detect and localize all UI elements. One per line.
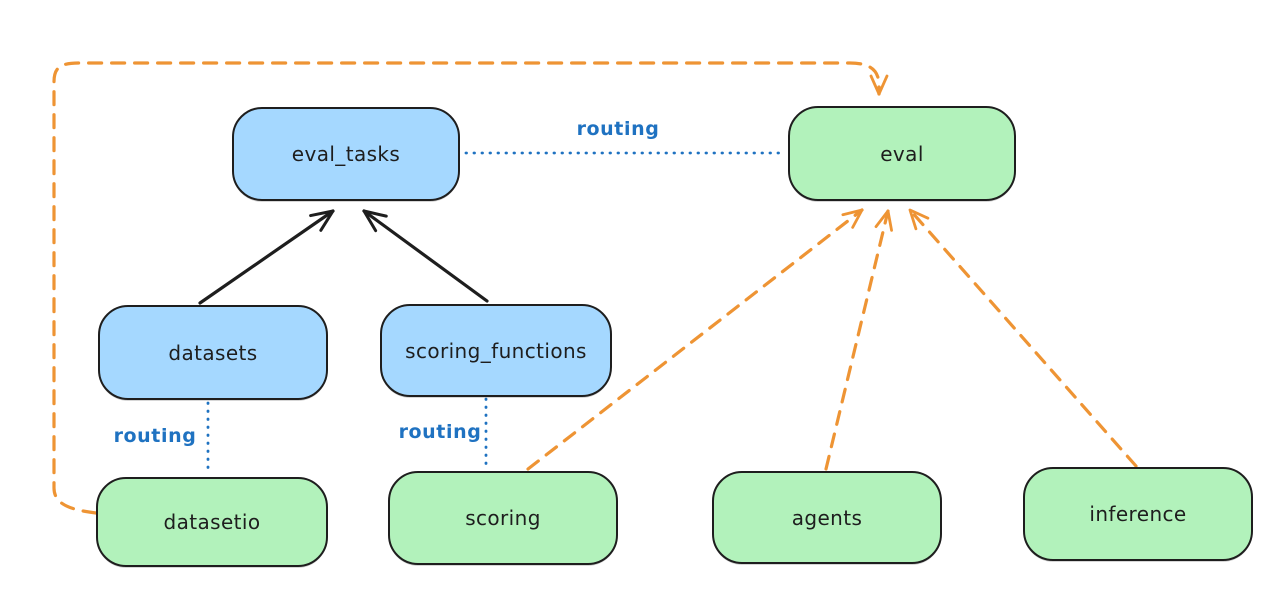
node-agents-label: agents: [791, 505, 863, 530]
edge-datasetio-to-eval: [52, 61, 889, 515]
node-eval-label: eval: [880, 141, 924, 166]
edge-scoring-functions-to-eval-tasks: [362, 209, 489, 303]
node-eval-tasks-label: eval_tasks: [291, 142, 401, 166]
edge-datasets-to-eval-tasks: [198, 209, 335, 305]
node-inference-label: inference: [1089, 502, 1187, 526]
node-inference: inference: [1023, 467, 1253, 561]
edge-scoring-to-eval: [526, 208, 864, 471]
node-datasets-label: datasets: [168, 340, 258, 365]
node-datasetio-label: datasetio: [163, 510, 261, 534]
node-agents: agents: [712, 471, 942, 564]
node-scoring-functions: scoring_functions: [380, 304, 612, 397]
node-scoring-label: scoring: [465, 506, 541, 530]
node-eval: eval: [788, 106, 1016, 201]
edge-inference-to-eval: [908, 208, 1138, 468]
edge-agents-to-eval: [824, 209, 893, 471]
node-eval-tasks: eval_tasks: [232, 107, 460, 201]
node-datasets: datasets: [98, 305, 328, 400]
edge-label-routing-left: routing: [113, 425, 197, 447]
node-scoring: scoring: [388, 471, 618, 565]
edge-label-routing-middle: routing: [398, 421, 482, 443]
edge-label-routing-top: routing: [576, 118, 660, 140]
node-scoring-functions-label: scoring_functions: [405, 338, 587, 363]
node-datasetio: datasetio: [96, 477, 328, 567]
